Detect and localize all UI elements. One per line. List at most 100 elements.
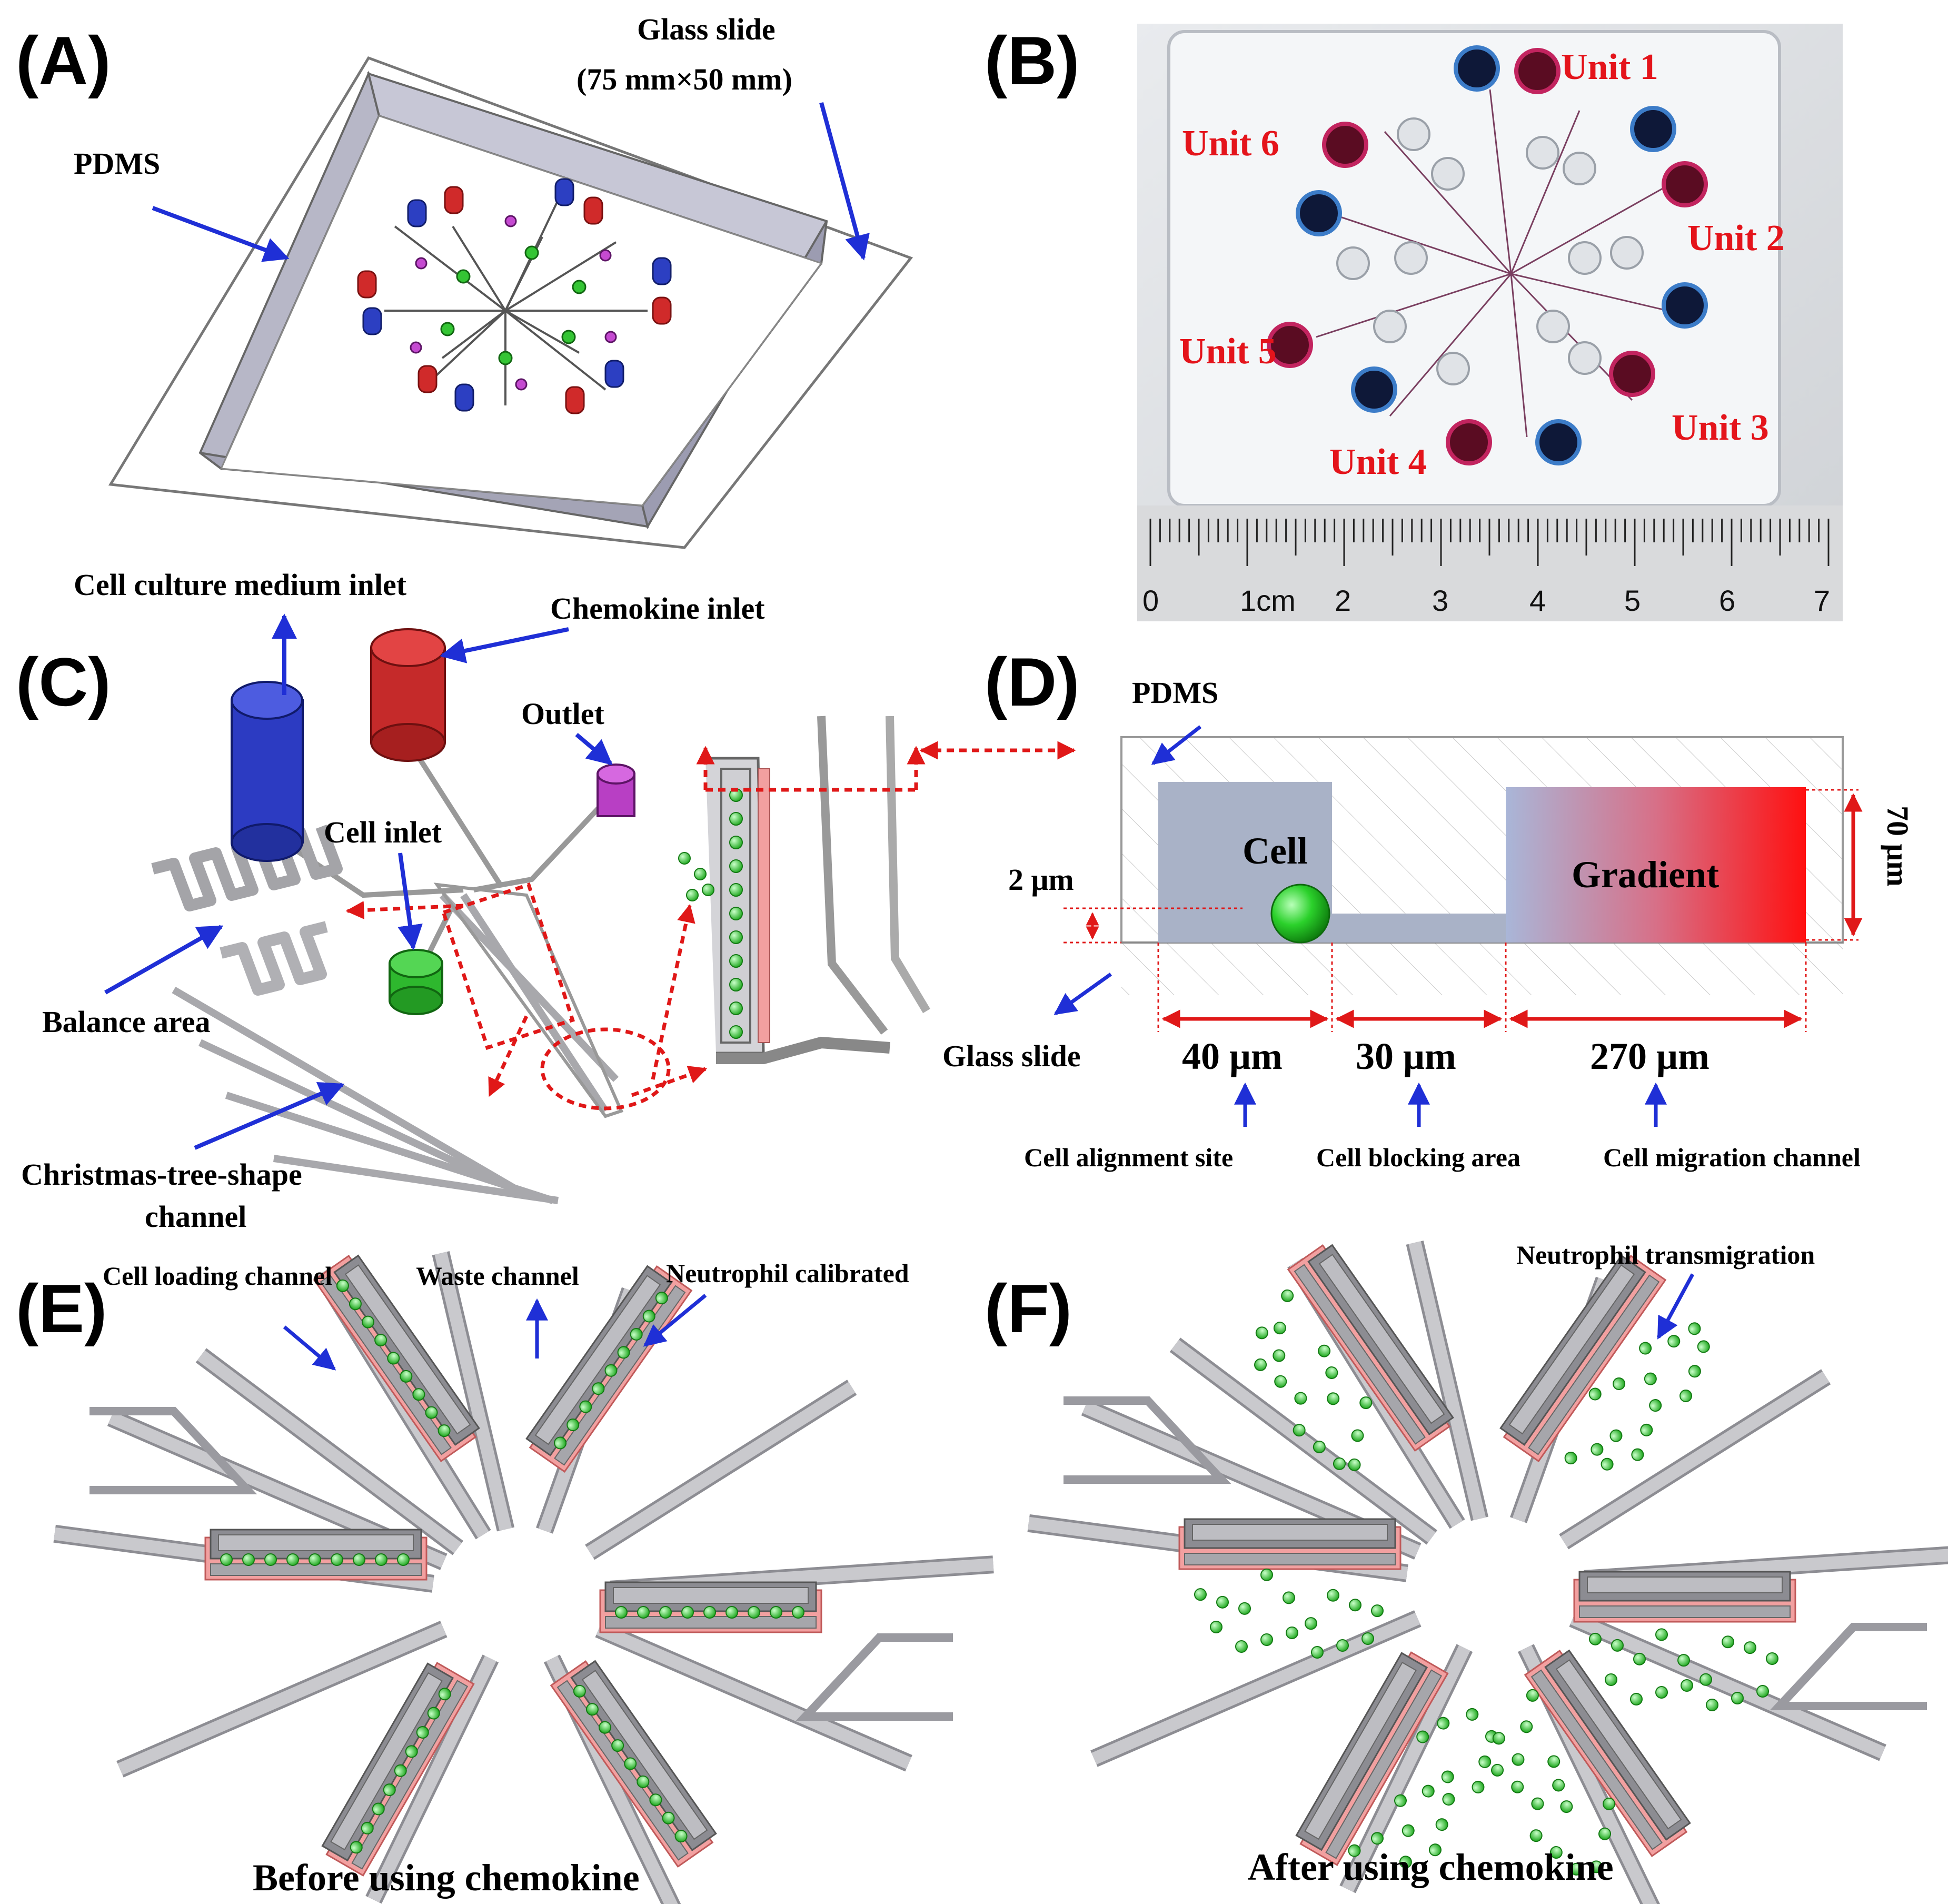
neutrophil-cell xyxy=(331,1553,343,1566)
neutrophil-cell xyxy=(1402,1824,1415,1837)
panel-label-b: (B) xyxy=(985,22,1079,99)
migrated-cell xyxy=(1655,1686,1668,1699)
caption-after: After using chemokine xyxy=(1248,1846,1614,1888)
migrated-cell xyxy=(1255,1326,1268,1340)
neutrophil-cell xyxy=(748,1606,760,1619)
ruler-label-7: 7 xyxy=(1814,584,1830,617)
neutrophil-cell xyxy=(1466,1708,1479,1721)
neutrophil-cell xyxy=(350,1841,363,1854)
pdms-arrow-a xyxy=(152,206,290,262)
migrated-cell xyxy=(1333,1457,1346,1470)
neutrophil-cell xyxy=(1611,1639,1624,1652)
neutrophil-cell xyxy=(655,1292,668,1305)
unit-module xyxy=(599,1581,822,1633)
neutrophil-cell xyxy=(1370,1832,1384,1845)
neutrophil-cell xyxy=(242,1553,255,1566)
unit-channel-top xyxy=(1508,1264,1635,1435)
unit-5-label: Unit 5 xyxy=(1179,331,1277,372)
balance-area-serpentine-2 xyxy=(220,921,328,996)
migrated-cell xyxy=(1286,1627,1298,1639)
unit-loading-channel xyxy=(1530,1669,1663,1850)
glass-layer xyxy=(1121,943,1843,995)
migrated-cell xyxy=(1254,1358,1267,1371)
channel-arm xyxy=(1171,1340,1436,1543)
neutrophil-cell xyxy=(1564,1452,1577,1465)
unit-module xyxy=(1499,1254,1710,1471)
unit-loading-channel xyxy=(1184,1553,1396,1565)
neutrophil-cell xyxy=(1677,1654,1690,1667)
neutrophil-cell xyxy=(1325,1366,1338,1380)
neutrophil-cell xyxy=(1281,1289,1294,1302)
neutrophil-cell xyxy=(1520,1720,1533,1733)
neutrophil-cell xyxy=(400,1370,413,1383)
medium-inlet-label: Cell culture medium inlet xyxy=(74,568,407,602)
migrated-cell xyxy=(1569,1862,1583,1876)
neutrophil-cell xyxy=(604,1364,618,1377)
unit-channel-top xyxy=(1192,1524,1388,1541)
migrated-cell xyxy=(1442,1793,1455,1806)
panel-label-c: (C) xyxy=(16,643,111,720)
unit-channel-top xyxy=(218,1534,414,1551)
unit-loading-channel xyxy=(1294,1264,1426,1445)
outlet-arrow xyxy=(575,732,613,766)
balance-area-arrow xyxy=(104,925,224,995)
migrated-cell xyxy=(1511,1780,1524,1793)
inset-cell xyxy=(729,1025,743,1039)
neutrophil-cell xyxy=(1598,1827,1611,1840)
migrated-cell xyxy=(1399,1856,1412,1869)
neutrophil-cell xyxy=(611,1739,624,1752)
migrated-cell xyxy=(1210,1621,1223,1633)
migrated-cell xyxy=(1601,1457,1614,1471)
waste-channel-label: Waste channel xyxy=(416,1261,579,1291)
neutrophil-cell xyxy=(681,1606,694,1619)
neutrophil-cell xyxy=(792,1606,804,1619)
neutrophil-cell xyxy=(1327,1392,1340,1405)
neutrophil-cell xyxy=(1359,1396,1373,1410)
neutrophil-cell xyxy=(1437,1717,1450,1730)
unit-module xyxy=(1573,1571,1796,1711)
neutrophil-cell xyxy=(1639,1342,1652,1355)
neutrophil-cell xyxy=(425,1406,438,1419)
chemokine-inlet-label: Chemokine inlet xyxy=(550,591,765,626)
c-dotted-links xyxy=(345,741,1076,1110)
migrated-cell xyxy=(1681,1679,1693,1692)
neutrophil-cell xyxy=(579,1400,592,1413)
christmas-tree-channel xyxy=(172,893,619,1204)
channel-arm xyxy=(1408,1241,1486,1521)
neutrophil-cell xyxy=(374,1334,387,1347)
migrated-cell xyxy=(1697,1340,1710,1353)
calibrated-arrow xyxy=(643,1294,707,1347)
migrated-cell xyxy=(1294,1392,1307,1405)
inset-cell xyxy=(686,889,699,901)
unit-module xyxy=(321,1662,475,1877)
ruler-label-3: 3 xyxy=(1432,584,1448,617)
neutrophil-cell xyxy=(438,1688,451,1701)
neutrophil-cell xyxy=(770,1606,782,1619)
balance-area-label: Balance area xyxy=(42,1005,210,1039)
unit-channel-top xyxy=(1318,1254,1445,1424)
unit-module xyxy=(1178,1518,1402,1659)
neutrophil-cell xyxy=(1591,1443,1604,1456)
neutrophil-cell xyxy=(353,1553,365,1566)
neutrophil-cell xyxy=(617,1346,630,1359)
neutrophil-cell xyxy=(1422,1784,1435,1798)
unit-module xyxy=(1254,1244,1454,1471)
ruler-label-4: 4 xyxy=(1529,584,1546,617)
outlet-label: Outlet xyxy=(521,697,605,731)
panel-b-photo: Unit 1 Unit 2 Unit 3 Unit 4 Unit 5 Unit … xyxy=(1137,24,1843,621)
neutrophil-cell xyxy=(624,1757,637,1770)
migrated-cell xyxy=(1531,1797,1544,1810)
neutrophil-cell xyxy=(1416,1730,1429,1743)
width-guides xyxy=(1157,943,1807,1032)
unit-module xyxy=(525,1265,693,1473)
migrated-cell xyxy=(1491,1763,1504,1777)
neutrophil-cell xyxy=(427,1707,440,1720)
neutrophil-cell xyxy=(1327,1589,1339,1602)
neutrophil-cell xyxy=(1722,1635,1734,1649)
unit-channel-top xyxy=(613,1587,809,1604)
neutrophil-cell xyxy=(1216,1595,1229,1609)
neutrophil-cell xyxy=(1441,1770,1454,1783)
inset-cell xyxy=(678,852,691,865)
panel-label-a: (A) xyxy=(16,22,111,99)
